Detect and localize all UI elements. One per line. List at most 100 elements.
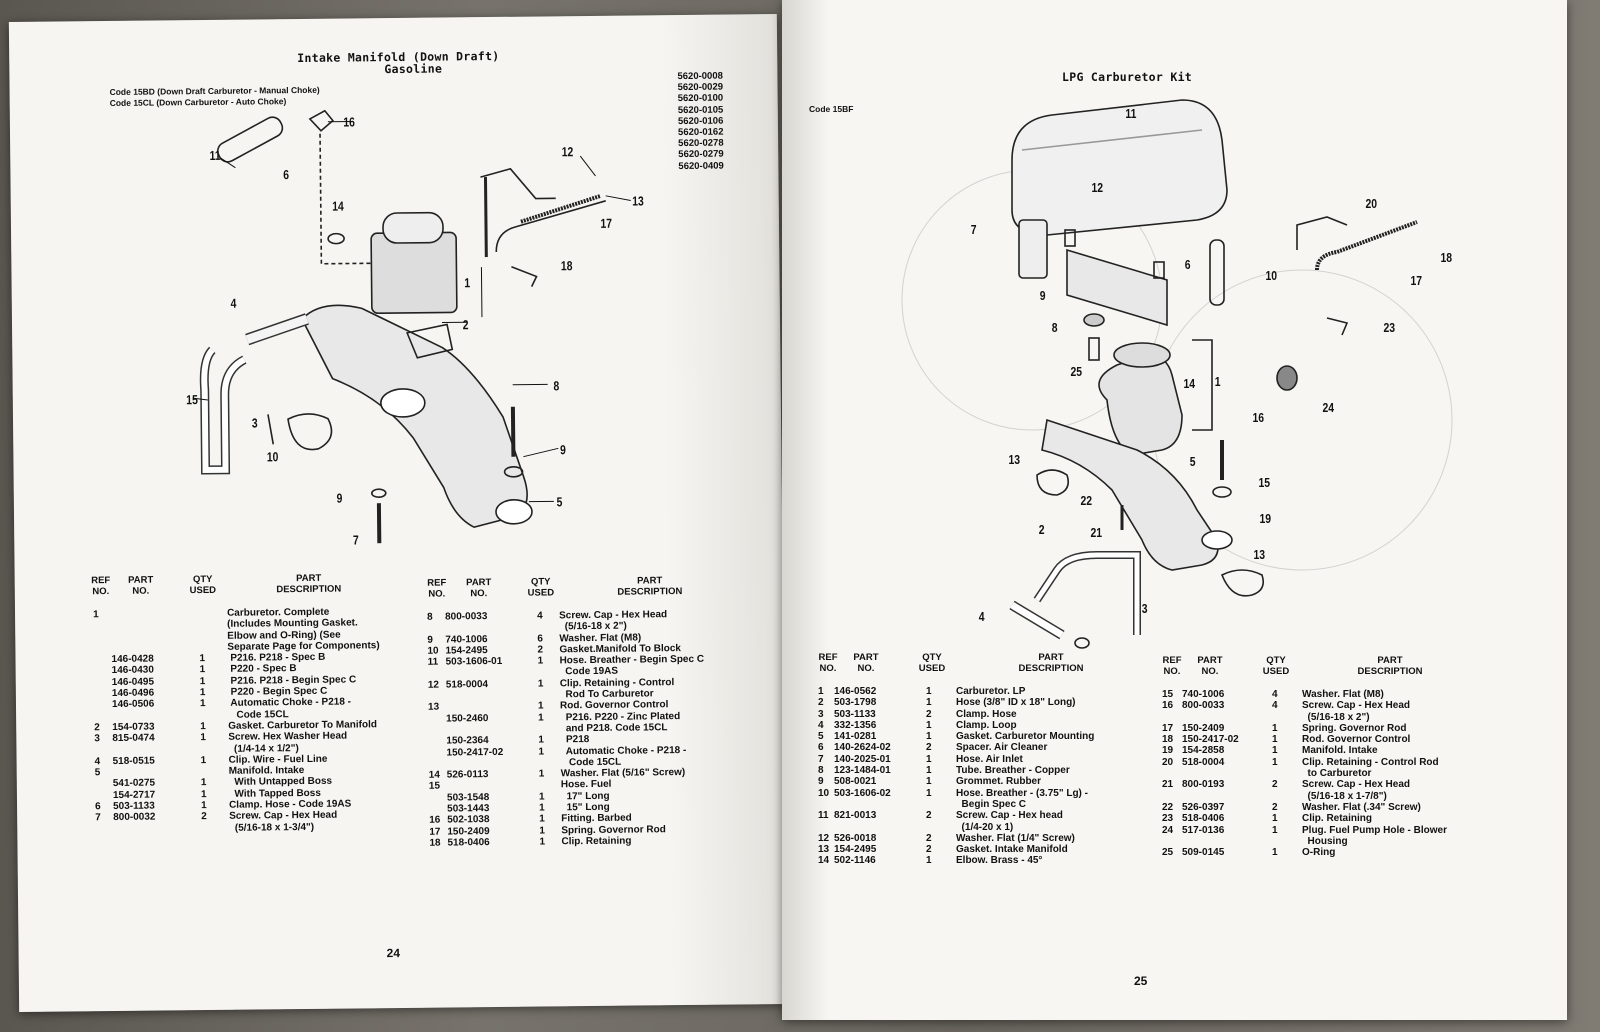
ref-no: 11 bbox=[818, 810, 829, 822]
qty-used: 2 bbox=[201, 811, 207, 823]
part-no: 800-0193 bbox=[1182, 779, 1225, 791]
description: Hose. Breather - (3.75" Lg) - bbox=[956, 787, 1088, 799]
part-no: 154-2495 bbox=[834, 844, 877, 856]
part-no: 150-2409 bbox=[1182, 722, 1225, 734]
qty-used: 1 bbox=[199, 664, 206, 676]
description: 17" Long bbox=[560, 790, 610, 803]
part-no: 146-0506 bbox=[111, 698, 155, 711]
ref-no: 20 bbox=[1162, 756, 1174, 768]
part-no: 526-0397 bbox=[1182, 801, 1225, 813]
ref-no: 1 bbox=[818, 686, 824, 697]
qty-used: 1 bbox=[537, 700, 544, 712]
left-page: Intake Manifold (Down Draft) Gasoline Co… bbox=[8, 14, 788, 1012]
qty-used: 1 bbox=[199, 698, 206, 710]
description: Hose (3/8" ID x 18" Long) bbox=[956, 697, 1076, 709]
callout-label: 25 bbox=[1070, 364, 1083, 379]
description: Washer. Flat (1/4" Screw) bbox=[956, 832, 1075, 844]
part-no: 146-0562 bbox=[834, 686, 877, 697]
header-qty: QTY USED bbox=[1262, 655, 1290, 677]
header-desc: PART DESCRIPTION bbox=[1357, 655, 1423, 677]
callout-label: 20 bbox=[1365, 196, 1378, 211]
description: Clip. Retaining bbox=[1302, 813, 1372, 825]
callout-label: 2 bbox=[462, 317, 469, 333]
part-no: 150-2417-02 bbox=[446, 746, 504, 759]
ref-no: 23 bbox=[1162, 813, 1174, 825]
callout-label: 4 bbox=[230, 295, 237, 311]
qty-used: 1 bbox=[538, 734, 545, 746]
table-row: (1/4-20 x 1) bbox=[816, 822, 1156, 833]
description: Hose. Fuel bbox=[560, 779, 612, 791]
qty-used: 1 bbox=[1272, 722, 1278, 734]
qty-used: 4 bbox=[1272, 700, 1278, 712]
part-no: 140-2025-01 bbox=[834, 753, 891, 765]
part-no: 815-0474 bbox=[112, 732, 155, 745]
part-no: 154-2717 bbox=[112, 789, 156, 801]
ref-no: 19 bbox=[1162, 745, 1174, 757]
ref-no: 10 bbox=[427, 645, 439, 657]
description: With Tapped Boss bbox=[228, 787, 321, 800]
description: Plug. Fuel Pump Hole - Blower bbox=[1302, 824, 1448, 836]
description: Code 15CL bbox=[228, 708, 289, 721]
part-no: 518-0406 bbox=[447, 836, 490, 849]
qty-used: 1 bbox=[1272, 745, 1278, 757]
description: Tube. Breather - Copper bbox=[956, 765, 1070, 777]
callout-label: 9 bbox=[1039, 288, 1046, 303]
callout-label: 5 bbox=[1189, 454, 1196, 469]
description: Washer. Flat (M8) bbox=[1302, 689, 1384, 700]
description: Housing bbox=[1302, 835, 1348, 847]
callout-label: 15 bbox=[1258, 475, 1271, 490]
callout-label: 21 bbox=[1090, 525, 1103, 540]
description: Hose. Air Inlet bbox=[956, 753, 1023, 765]
ref-no: 14 bbox=[428, 769, 440, 781]
description: Fitting. Barbed bbox=[561, 812, 632, 825]
description: Rod To Carburetor bbox=[559, 688, 654, 701]
ref-no: 18 bbox=[1162, 734, 1174, 746]
callout-label: 6 bbox=[283, 167, 290, 183]
ref-no: 12 bbox=[427, 679, 439, 691]
callout-label: 2 bbox=[1038, 522, 1045, 537]
part-no: 526-0018 bbox=[834, 832, 877, 844]
callout-label: 12 bbox=[561, 144, 574, 160]
description: 15" Long bbox=[561, 801, 610, 814]
callout-label: 23 bbox=[1383, 320, 1396, 335]
qty-used: 1 bbox=[200, 788, 207, 800]
qty-used: 1 bbox=[537, 655, 544, 667]
qty-used: 1 bbox=[538, 768, 545, 780]
qty-used: 1 bbox=[1272, 813, 1278, 825]
part-no: 140-2624-02 bbox=[834, 742, 891, 754]
part-no: 800-0032 bbox=[113, 811, 156, 824]
part-no: 821-0013 bbox=[834, 810, 877, 822]
part-no: 146-0496 bbox=[111, 687, 155, 700]
part-no: 150-2417-02 bbox=[1182, 734, 1239, 746]
description: (5/16-18 x 2") bbox=[1302, 711, 1370, 723]
part-no: 146-0430 bbox=[111, 665, 154, 677]
callout-label: 8 bbox=[553, 378, 560, 394]
description: Code 15CL bbox=[560, 756, 622, 769]
page-title: LPG Carburetor Kit bbox=[1062, 70, 1193, 84]
description: Elbow. Brass - 45° bbox=[956, 855, 1043, 867]
part-no: 332-1356 bbox=[834, 719, 877, 731]
ref-no: 5 bbox=[94, 767, 101, 779]
description: Clamp. Loop bbox=[956, 719, 1017, 731]
description: Manifold. Intake bbox=[228, 765, 305, 777]
callout-label: 17 bbox=[1410, 273, 1423, 288]
qty-used: 1 bbox=[200, 777, 207, 789]
ref-no: 3 bbox=[818, 708, 824, 720]
qty-used: 1 bbox=[199, 687, 206, 699]
parts-table: REF NO. PART NO. QTY USED PART DESCRIPTI… bbox=[1160, 655, 1500, 858]
callout-label: 1 bbox=[1214, 374, 1221, 389]
qty-used: 1 bbox=[199, 675, 206, 687]
description: Screw. Cap - Hex Head bbox=[1302, 779, 1411, 791]
